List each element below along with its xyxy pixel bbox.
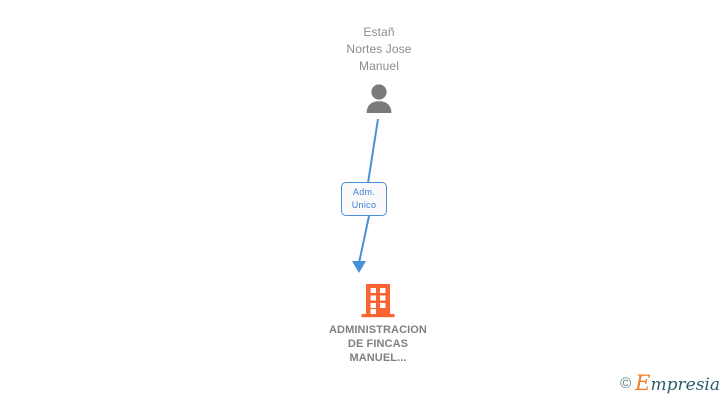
- brand-rest: mpresia: [650, 375, 721, 395]
- role-line-1: Adm.: [352, 187, 376, 197]
- company-node[interactable]: ADMINISTRACION DE FINCAS MANUEL...: [268, 278, 488, 365]
- brand-wordmark: Empresia: [635, 373, 720, 394]
- arrowhead-icon: [352, 261, 366, 273]
- company-icon-wrap: [268, 278, 488, 318]
- role-line-2: Unico: [351, 200, 377, 210]
- person-icon: [366, 84, 392, 113]
- person-name-label: Estañ Nortes Jose Manuel: [346, 25, 412, 73]
- person-node[interactable]: Estañ Nortes Jose Manuel: [289, 24, 469, 113]
- role-badge-adm-unico[interactable]: Adm. Unico: [341, 182, 387, 216]
- building-icon: [361, 284, 395, 318]
- company-name-label: ADMINISTRACION DE FINCAS MANUEL...: [329, 324, 427, 364]
- copyright-icon: ©: [620, 375, 632, 392]
- watermark-empresia: © Empresia: [620, 373, 720, 394]
- brand-initial: E: [635, 371, 651, 395]
- person-icon-wrap: [289, 83, 469, 113]
- connector-person-to-role: [367, 118, 379, 184]
- connector-role-to-company: [358, 215, 370, 264]
